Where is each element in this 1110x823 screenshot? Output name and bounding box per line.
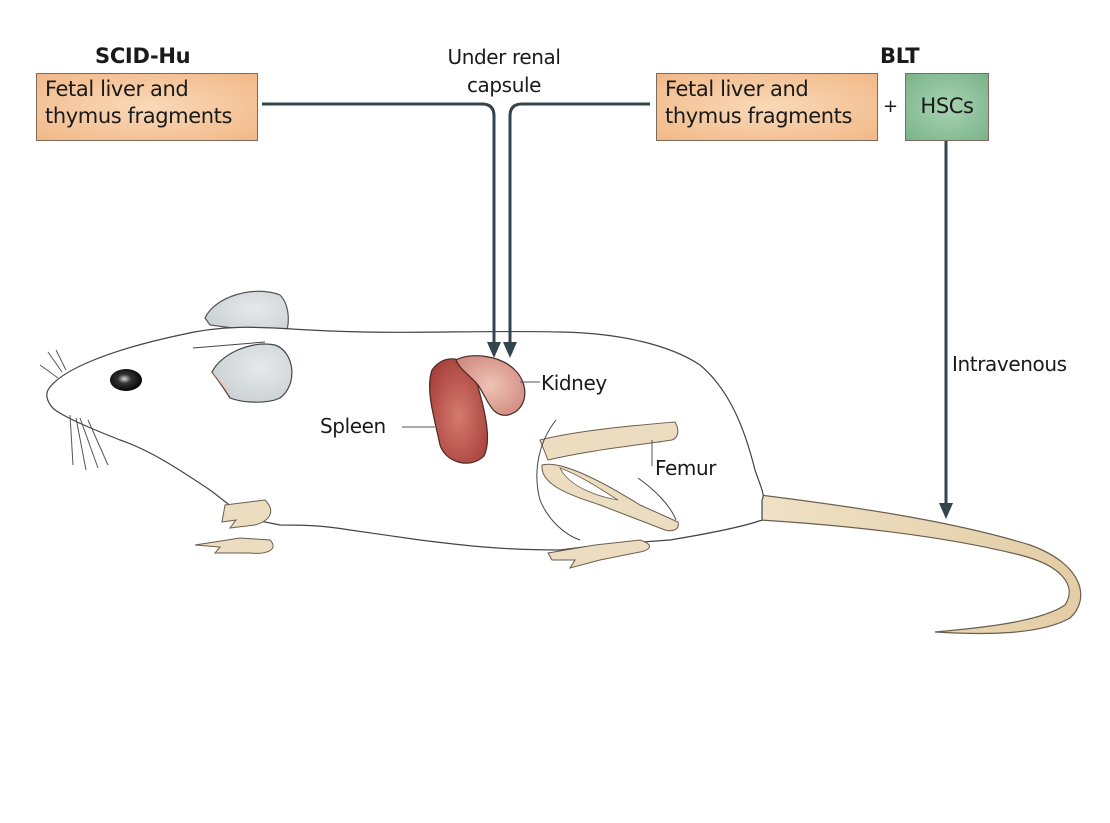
blt-title: BLT [880, 44, 920, 68]
femur-label: Femur [655, 456, 717, 480]
hind-paw [547, 539, 650, 569]
scid-hu-title: SCID-Hu [95, 44, 191, 68]
intravenous-label: Intravenous [952, 352, 1067, 376]
renal-capsule-label: Under renal capsule [447, 45, 561, 97]
kidney [455, 355, 526, 416]
arrowhead-blt [503, 342, 517, 358]
whiskers [39, 349, 109, 471]
spleen-label: Spleen [320, 414, 386, 438]
arrowhead-iv [939, 503, 953, 519]
renal-arrows [262, 102, 948, 508]
front-paw [221, 499, 272, 529]
kidney-label: Kidney [541, 371, 607, 395]
femur [539, 421, 679, 461]
eye [110, 369, 142, 391]
tail [759, 494, 1082, 635]
front-ear [211, 343, 293, 403]
plus-sign: + [883, 96, 898, 117]
hscs-box: HSCs [905, 73, 989, 141]
arrowhead-scid [487, 342, 501, 358]
front-paw-2 [194, 537, 274, 554]
blt-tissue-box: Fetal liver and thymus fragments [656, 73, 878, 141]
scid-hu-tissue-box: Fetal liver and thymus fragments [36, 73, 258, 141]
